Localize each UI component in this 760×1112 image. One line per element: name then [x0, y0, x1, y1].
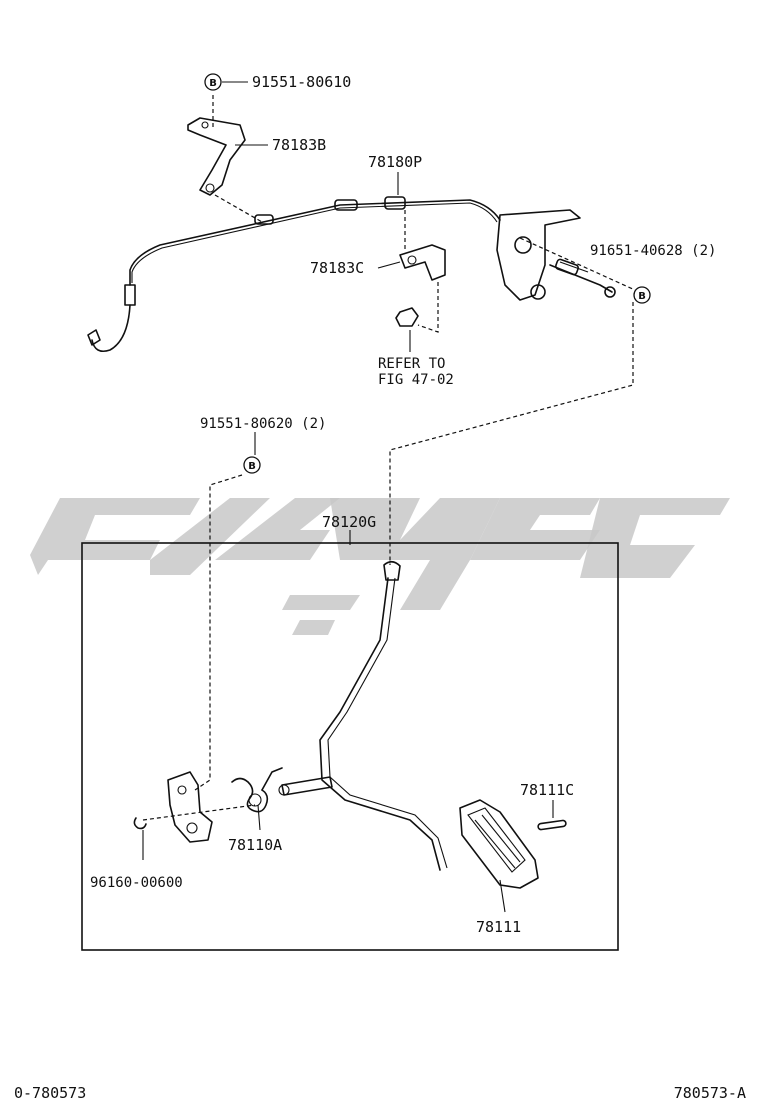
watermark — [30, 498, 730, 635]
label-78110a: 78110A — [228, 836, 282, 854]
dashed-leaders — [142, 95, 636, 821]
pedal-bracket-plate — [167, 771, 213, 843]
svg-text:B: B — [248, 461, 256, 472]
svg-text:B: B — [638, 291, 646, 302]
callout-b-2: B — [633, 286, 651, 304]
label-78111: 78111 — [476, 918, 521, 936]
accelerator-cable — [87, 196, 501, 353]
footer-left-code: 0-780573 — [14, 1084, 86, 1102]
pin — [537, 819, 567, 831]
callout-b-3: B — [243, 456, 261, 474]
label-78183b: 78183B — [272, 136, 326, 154]
return-spring — [231, 767, 283, 813]
callout-b-1: B — [204, 73, 222, 91]
label-78120g: 78120G — [322, 513, 376, 531]
assembly-box — [81, 542, 619, 951]
label-91551-80620: 91551-80620 (2) — [200, 416, 326, 432]
nut — [395, 307, 419, 327]
label-78180p: 78180P — [368, 153, 422, 171]
label-fig-47-02: FIG 47-02 — [378, 372, 454, 388]
label-refer-to: REFER TO — [378, 356, 445, 372]
clip-78183c — [399, 244, 446, 281]
label-96160-00600: 96160-00600 — [90, 875, 183, 891]
label-91551-80610: 91551-80610 — [252, 73, 351, 91]
bracket-78183b — [187, 117, 246, 196]
footer-right-code: 780573-A — [674, 1084, 746, 1102]
pedal-pad — [459, 799, 539, 889]
e-clip — [133, 817, 147, 830]
label-78111c: 78111C — [520, 781, 574, 799]
svg-text:B: B — [209, 78, 217, 89]
pedal-lever — [278, 560, 448, 871]
label-78183c: 78183C — [310, 259, 364, 277]
label-91651-40628: 91651-40628 (2) — [590, 243, 716, 259]
throttle-bracket — [496, 209, 616, 301]
